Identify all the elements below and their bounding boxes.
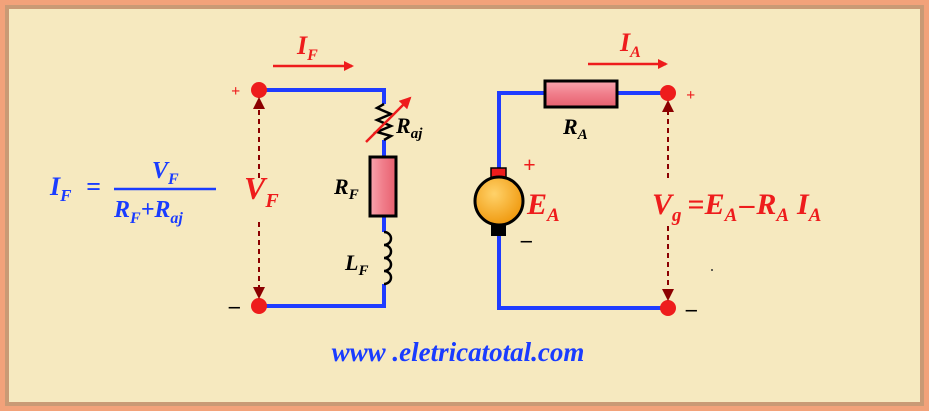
armature-terminal-minus-sign: – [685, 296, 697, 321]
armature-terminal-plus [660, 85, 676, 101]
armature-terminal-minus [660, 300, 676, 316]
field-terminal-minus [251, 298, 267, 314]
emf-minus-sign: – [520, 227, 532, 252]
field-bottom-wire [259, 284, 386, 308]
field-plus-sign: + [231, 83, 240, 100]
formula-equals: = [86, 172, 101, 201]
field-terminal-plus [251, 82, 267, 98]
field-inductor [383, 230, 393, 286]
lf-label: LF [344, 250, 368, 279]
emf-plus-sign: + [523, 152, 536, 177]
armature-circuit: + – + – IA RA EA [473, 28, 697, 321]
armature-terminal-plus-sign: + [686, 87, 695, 104]
website-link[interactable]: www .eletricatotal.com [332, 337, 585, 367]
field-top-wire [259, 88, 386, 104]
formula-denominator: RF+Raj [113, 197, 183, 227]
ia-label: IA [619, 28, 641, 61]
if-label: IF [296, 31, 318, 64]
armature-left-top-wire [497, 91, 545, 170]
armature-resistor [543, 79, 619, 109]
formula-if: IF [49, 172, 72, 205]
vf-label: VF [244, 170, 279, 212]
stray-dot [711, 269, 713, 271]
raj-label: Raj [395, 113, 423, 142]
field-resistor [368, 155, 398, 218]
field-circuit: + – IF VF Raj RF LF [228, 31, 423, 318]
panel-background [9, 9, 920, 402]
ea-label: EA [526, 188, 560, 226]
rheostat-arrow [365, 96, 412, 143]
rf-label: RF [333, 174, 359, 203]
field-current-formula: IF = VF RF+Raj [49, 158, 216, 227]
generator-symbol [473, 175, 525, 227]
brush-bottom [491, 224, 506, 236]
field-minus-sign: – [228, 293, 240, 318]
ra-label: RA [562, 114, 588, 143]
formula-numerator: VF [152, 158, 179, 188]
armature-bottom-wire [497, 234, 668, 310]
